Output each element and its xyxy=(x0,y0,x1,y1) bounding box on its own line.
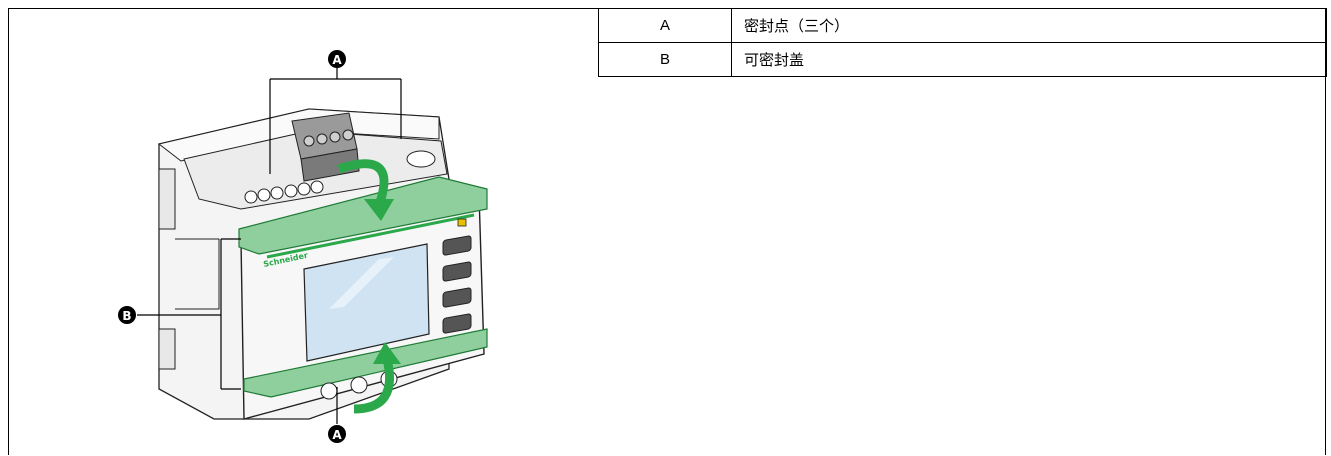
device-illustration: Schneider xyxy=(9,9,599,456)
callout-a-top: A xyxy=(328,50,346,68)
front-buttons xyxy=(442,235,472,334)
display-screen xyxy=(303,243,430,362)
close-arrow-top xyxy=(337,159,389,207)
close-arrow-bottom xyxy=(353,357,395,414)
legend-description: 可密封盖 xyxy=(731,42,1327,77)
svg-text:A: A xyxy=(332,428,342,442)
terminal-block xyxy=(291,112,360,182)
callout-a-bottom: A xyxy=(328,425,346,443)
legend-key: B xyxy=(598,42,732,77)
top-sealable-cover xyxy=(238,176,488,255)
callout-b: B xyxy=(118,306,136,324)
power-meter-drawing: Schneider xyxy=(118,50,488,443)
legend-row: A 密封点（三个） xyxy=(598,8,1327,43)
svg-text:A: A xyxy=(332,53,342,67)
legend-description: 密封点（三个） xyxy=(731,8,1327,43)
legend-key: A xyxy=(598,8,732,43)
bottom-sealable-cover xyxy=(243,328,488,398)
legend-row: B 可密封盖 xyxy=(598,42,1327,77)
terminal-screws xyxy=(244,180,324,204)
svg-text:B: B xyxy=(122,309,131,323)
figure-frame: Schneider xyxy=(8,8,1327,456)
legend-table: A 密封点（三个） B 可密封盖 xyxy=(598,8,1327,77)
